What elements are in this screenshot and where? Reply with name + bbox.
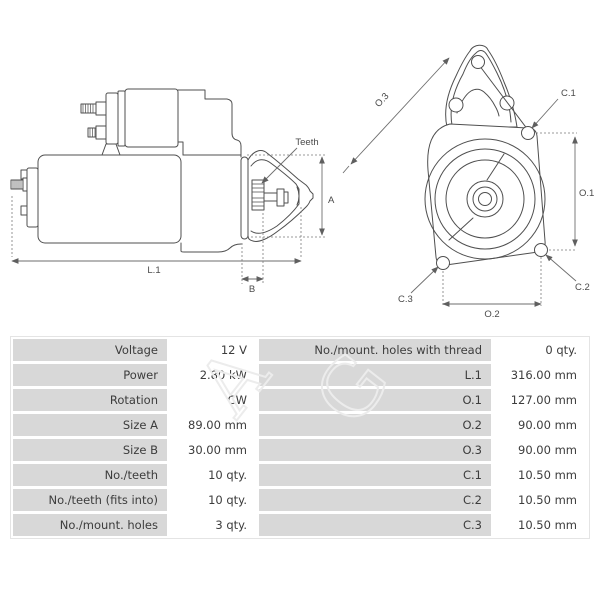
spec-label: No./teeth [13, 464, 167, 486]
c3-label: C.3 [398, 294, 413, 305]
spec-table: Voltage 12 V No./mount. holes with threa… [10, 336, 590, 539]
technical-drawings: Teeth L.1 B A O.3 C.1 O.1 C.2 C.3 O.2 [10, 44, 594, 320]
spec-label: C.2 [259, 489, 491, 511]
table-row: Power 2.80 kW L.1 316.00 mm [13, 364, 587, 386]
teeth-label: Teeth [295, 137, 318, 148]
spec-label: Rotation [13, 389, 167, 411]
dimension-lines [11, 57, 578, 307]
spec-label: Size B [13, 439, 167, 461]
spec-value: 30.00 mm [170, 439, 256, 461]
c2-label: C.2 [575, 282, 590, 293]
c1-label: C.1 [561, 88, 576, 99]
spec-label: No./teeth (fits into) [13, 489, 167, 511]
spec-value: 3 qty. [170, 514, 256, 536]
spec-value: 90.00 mm [494, 414, 586, 436]
spec-label: O.2 [259, 414, 491, 436]
table-row: Rotation CW O.1 127.00 mm [13, 389, 587, 411]
spec-value: 10 qty. [170, 489, 256, 511]
spec-value: 10.50 mm [494, 489, 586, 511]
starter-side-view [10, 88, 314, 253]
spec-value: 2.80 kW [170, 364, 256, 386]
spec-label: No./mount. holes with thread [259, 339, 491, 361]
spec-label: O.3 [259, 439, 491, 461]
spec-value: 316.00 mm [494, 364, 586, 386]
table-row: No./teeth (fits into) 10 qty. C.2 10.50 … [13, 489, 587, 511]
spec-label: O.1 [259, 389, 491, 411]
starter-front-view [424, 44, 548, 270]
o1-label: O.1 [579, 188, 594, 199]
table-row: Size A 89.00 mm O.2 90.00 mm [13, 414, 587, 436]
o2-label: O.2 [484, 309, 499, 320]
spec-value: 90.00 mm [494, 439, 586, 461]
spec-label: Voltage [13, 339, 167, 361]
o3-label: O.3 [373, 91, 391, 110]
table-row: No./mount. holes 3 qty. C.3 10.50 mm [13, 514, 587, 536]
table-row: No./teeth 10 qty. C.1 10.50 mm [13, 464, 587, 486]
spec-value: 89.00 mm [170, 414, 256, 436]
spec-label: Power [13, 364, 167, 386]
spec-label: L.1 [259, 364, 491, 386]
spec-label: C.3 [259, 514, 491, 536]
size-a-label: A [328, 195, 335, 206]
spec-value: 10.50 mm [494, 464, 586, 486]
spec-value: 0 qty. [494, 339, 586, 361]
table-row: Voltage 12 V No./mount. holes with threa… [13, 339, 587, 361]
spec-label: No./mount. holes [13, 514, 167, 536]
spec-label: Size A [13, 414, 167, 436]
spec-value: 127.00 mm [494, 389, 586, 411]
spec-value: 12 V [170, 339, 256, 361]
size-b-label: B [249, 284, 255, 295]
spec-label: C.1 [259, 464, 491, 486]
spec-value: 10 qty. [170, 464, 256, 486]
length-l1-label: L.1 [147, 265, 160, 276]
spec-value: 10.50 mm [494, 514, 586, 536]
table-row: Size B 30.00 mm O.3 90.00 mm [13, 439, 587, 461]
spec-value: CW [170, 389, 256, 411]
